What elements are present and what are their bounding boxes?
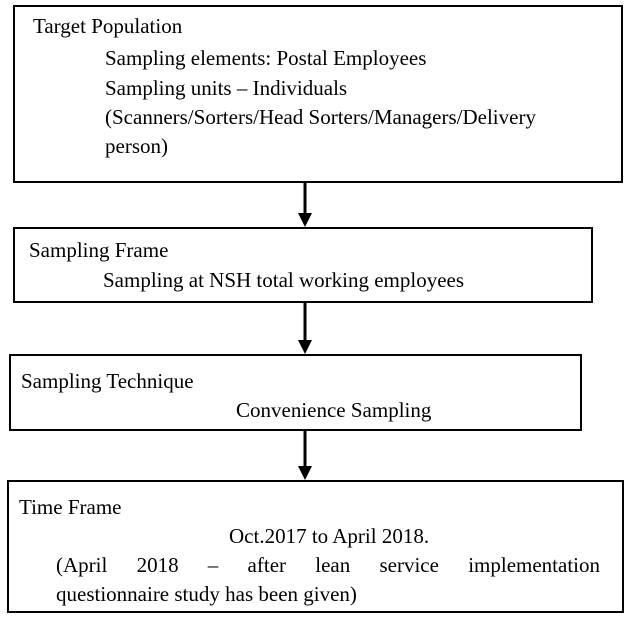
time-frame-box: Time Frame Oct.2017 to April 2018. (Apri…	[7, 480, 624, 613]
box-line: person)	[105, 134, 168, 158]
arrow-down-icon	[298, 431, 312, 480]
box-heading: Time Frame	[19, 495, 122, 519]
target-population-box: Target Population Sampling elements: Pos…	[13, 5, 623, 183]
box-line: Sampling at NSH total working employees	[103, 268, 465, 292]
sampling-frame-box: Sampling Frame Sampling at NSH total wor…	[13, 227, 593, 303]
sampling-technique-box: Sampling Technique Convenience Sampling	[9, 354, 582, 431]
box-line: Oct.2017 to April 2018.	[229, 524, 430, 548]
box-line: questionnaire study has been given)	[56, 582, 357, 606]
box-line: (Scanners/Sorters/Head Sorters/Managers/…	[105, 105, 536, 129]
arrow-down-icon	[298, 183, 312, 227]
box-line: Convenience Sampling	[236, 398, 432, 422]
box-heading: Sampling Technique	[21, 369, 194, 393]
box-line: Sampling elements: Postal Employees	[105, 46, 427, 70]
box-heading: Target Population	[33, 14, 183, 38]
box-line: (April 2018 – after lean service impleme…	[56, 553, 600, 577]
box-line: Sampling units – Individuals	[105, 76, 348, 100]
arrow-down-icon	[298, 303, 312, 354]
box-heading: Sampling Frame	[29, 238, 169, 262]
